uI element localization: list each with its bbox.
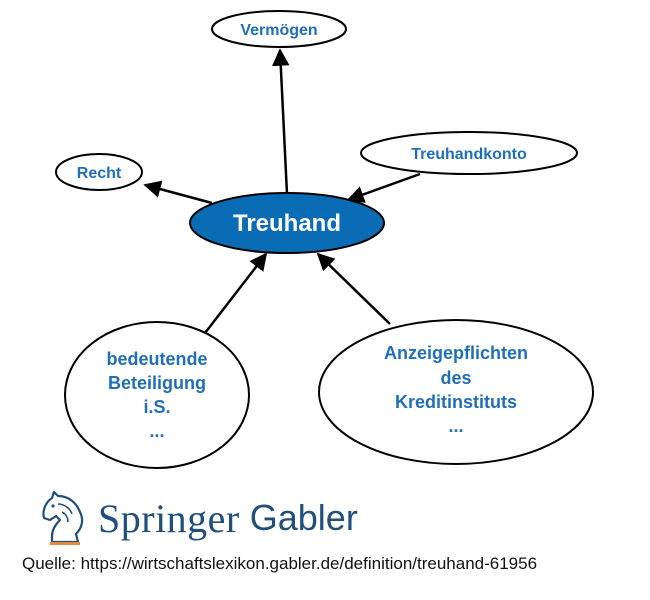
node-recht: Recht <box>55 153 143 191</box>
node-treuhandkonto: Treuhandkonto <box>360 131 578 175</box>
edge-to-vermoegen <box>272 48 290 195</box>
node-treuhandkonto-label: Treuhandkonto <box>411 146 527 163</box>
node-anzeigepflichten: Anzeigepflichten des Kreditinstituts ... <box>318 319 594 465</box>
logo-springer-text: Springer <box>98 495 240 541</box>
source-caption: Quelle: https://wirtschaftslexikon.gable… <box>22 554 538 573</box>
edge-from-treuhandkonto <box>346 172 421 203</box>
node-beteiligung: bedeutende Beteiligung i.S. ... <box>64 321 250 469</box>
node-treuhand-center: Treuhand <box>189 192 385 254</box>
node-anzeigepflichten-line-4: ... <box>448 416 463 436</box>
logo-gabler-text: Gabler <box>249 497 358 538</box>
node-beteiligung-line-2: Beteiligung <box>108 373 206 393</box>
node-beteiligung-line-3: i.S. <box>143 397 170 417</box>
edge-from-beteiligung <box>204 252 268 334</box>
center-label: Treuhand <box>233 210 341 237</box>
node-beteiligung-line-1: bedeutende <box>106 349 207 369</box>
node-anzeigepflichten-line-1: Anzeigepflichten <box>384 343 528 363</box>
knight-horse-icon <box>42 490 84 545</box>
springer-gabler-logo: Springer Gabler <box>38 488 358 548</box>
edge-from-anzeigepflichten <box>316 252 391 325</box>
concept-map: Vermögen Recht Treuhandkonto Treuhand be… <box>55 10 594 469</box>
node-anzeigepflichten-line-3: Kreditinstituts <box>395 392 517 412</box>
node-vermoegen-label: Vermögen <box>240 22 317 39</box>
node-anzeigepflichten-line-2: des <box>440 368 471 388</box>
node-recht-label: Recht <box>77 165 122 182</box>
node-vermoegen: Vermögen <box>211 10 347 48</box>
node-beteiligung-line-4: ... <box>149 421 164 441</box>
edge-to-recht <box>143 180 213 205</box>
